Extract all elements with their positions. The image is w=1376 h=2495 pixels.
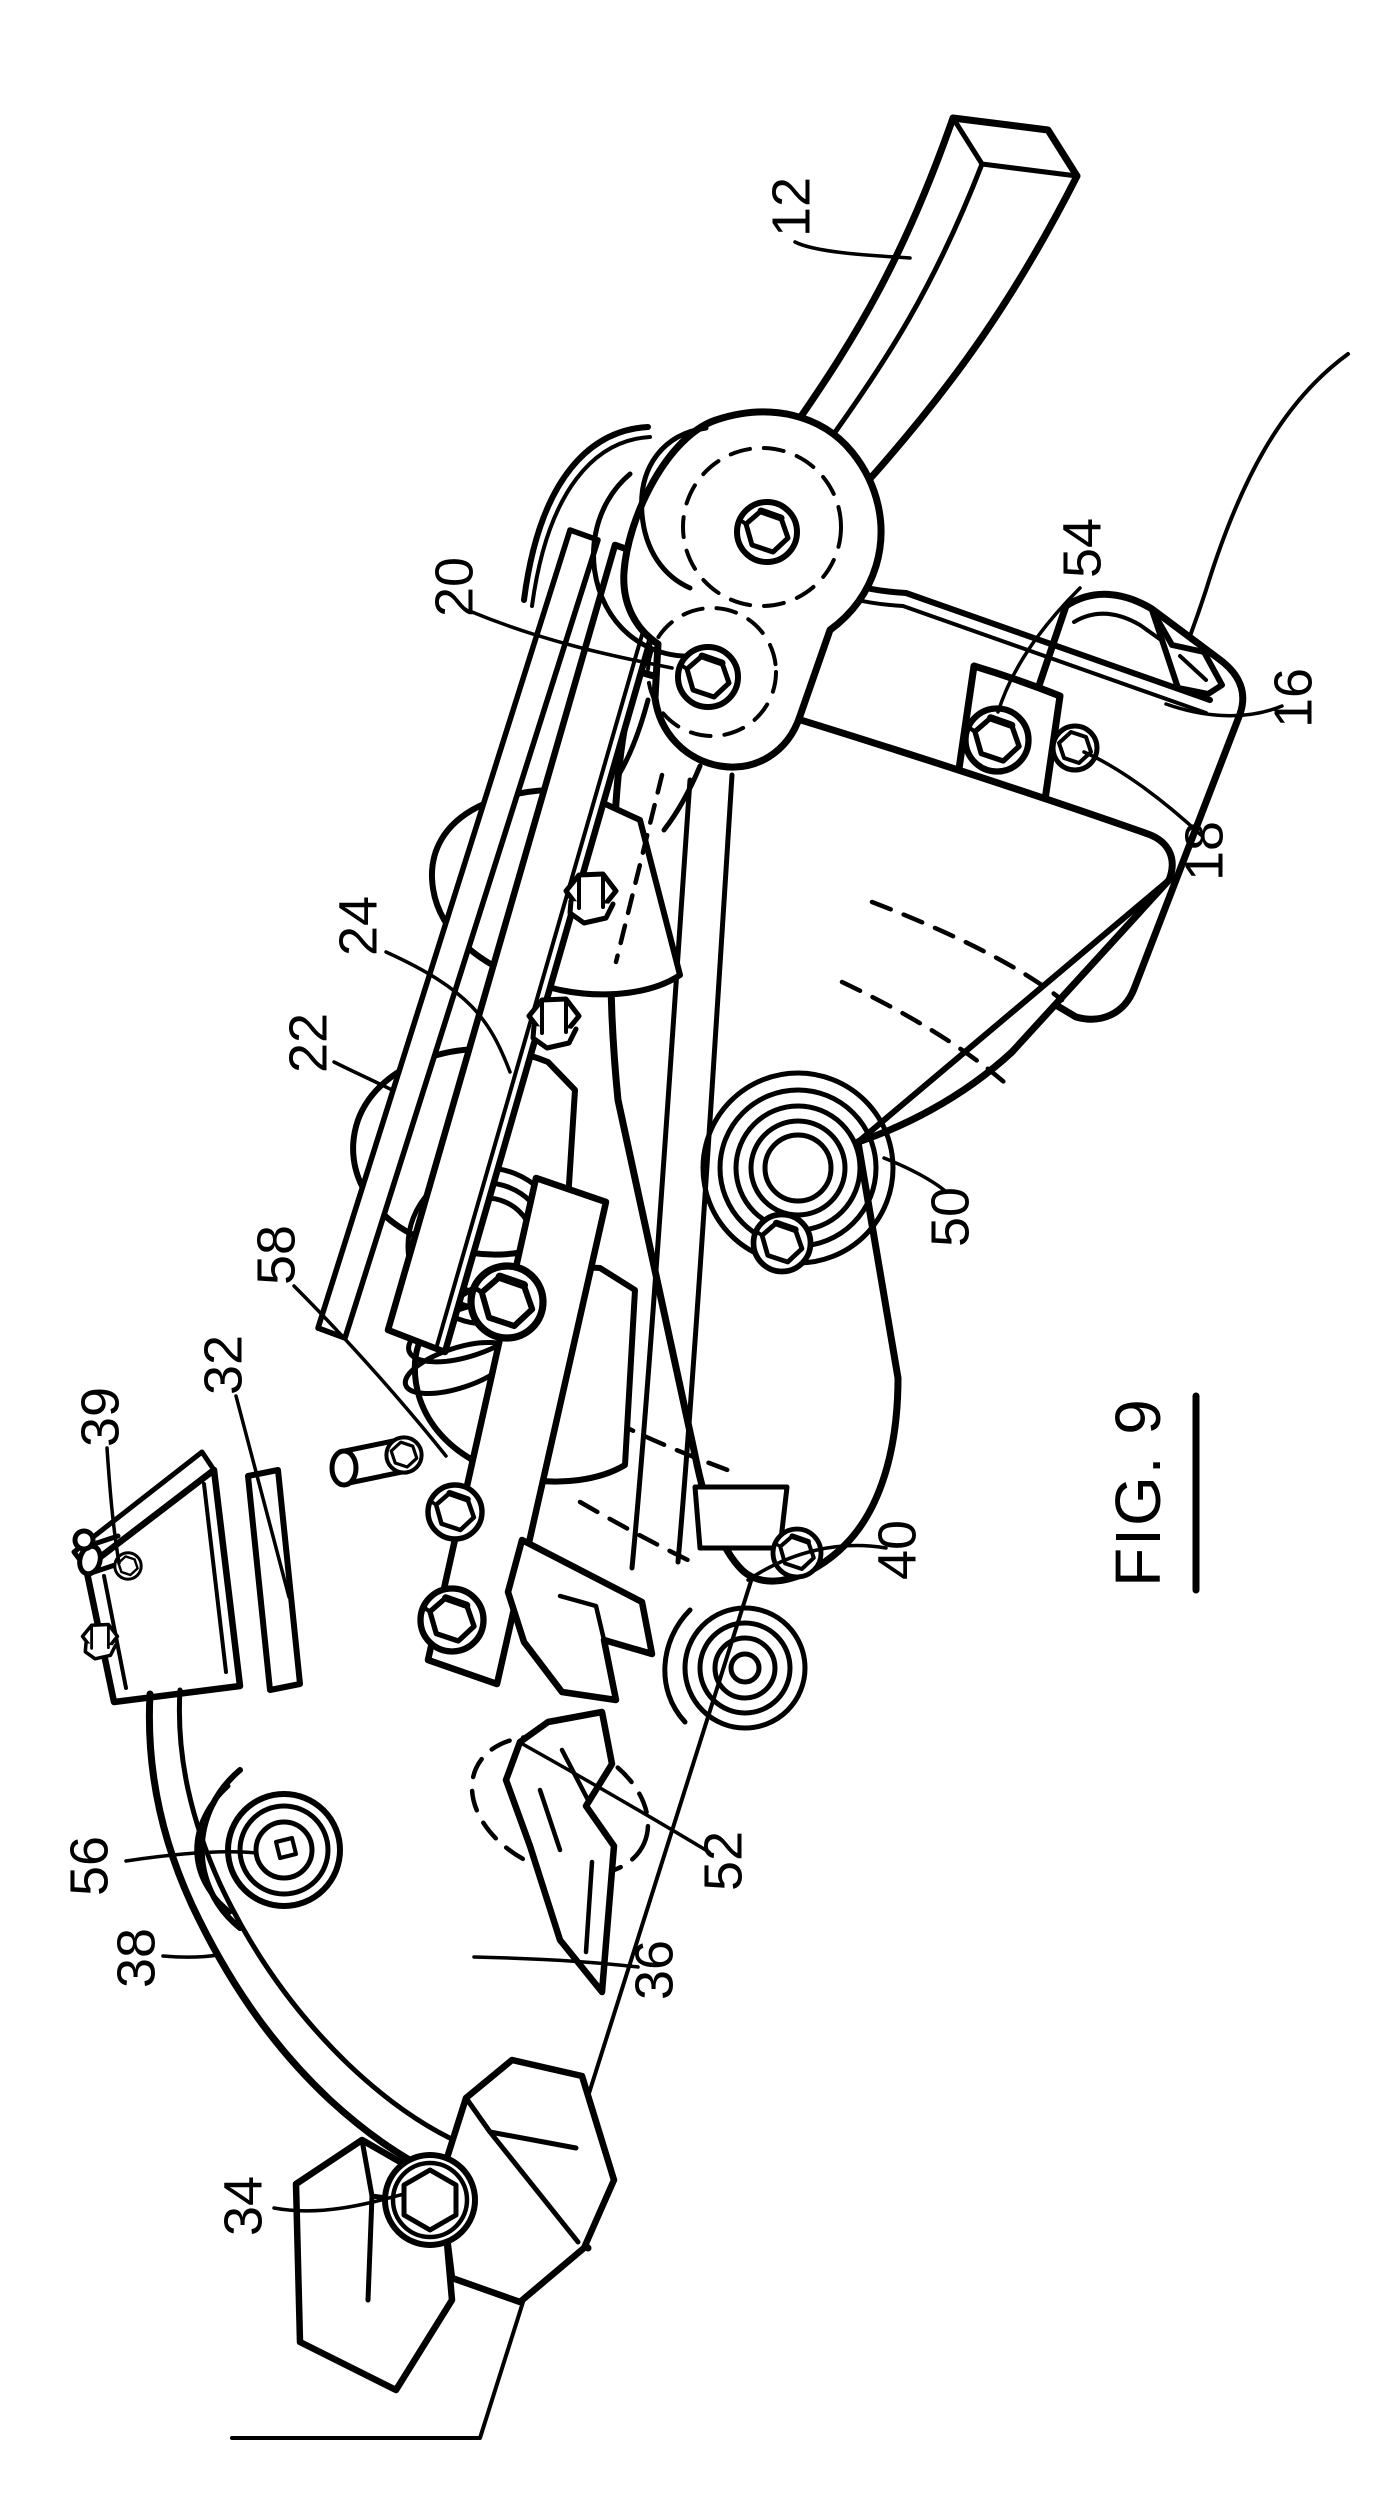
ref-label-12: 12 — [761, 177, 821, 237]
bolt-link-mid — [428, 1485, 482, 1539]
ref-label-22: 22 — [278, 1013, 338, 1073]
leader-34 — [272, 2192, 406, 2213]
bolt-link-lower — [421, 1589, 484, 1652]
leader-40 — [746, 1543, 888, 1582]
bolt-lever-lower — [678, 647, 738, 707]
mount-plate-32 — [71, 1437, 422, 1706]
leader-20 — [470, 610, 674, 670]
ref-label-18: 18 — [1174, 821, 1234, 881]
leader-54 — [996, 586, 1082, 714]
pulley-56 — [194, 1767, 343, 1931]
ref-label-54: 54 — [1052, 518, 1112, 578]
ref-label-36: 36 — [624, 1940, 684, 2000]
leader-18 — [1082, 750, 1204, 838]
pivot-spring-22 — [700, 1070, 896, 1272]
plate-nut — [80, 1622, 120, 1661]
figure-label: FIG. 9 — [1102, 1397, 1174, 1587]
clamp-stud-end — [386, 1437, 421, 1472]
frame-line-lower — [230, 1560, 759, 2440]
rail-nut-lower — [529, 999, 579, 1048]
housing-slot — [629, 777, 693, 1571]
bolt-54 — [966, 709, 1029, 772]
leader-50 — [882, 1156, 946, 1192]
leader-38 — [161, 1953, 220, 1959]
ref-label-32: 32 — [193, 1335, 253, 1395]
ref-label-50: 50 — [920, 1187, 980, 1247]
bolt-lever-upper — [737, 502, 797, 562]
ref-label-24: 24 — [328, 896, 388, 956]
leader-58 — [292, 1284, 448, 1458]
rail-nut-upper — [566, 874, 616, 923]
leader-39 — [105, 1446, 121, 1565]
foot-blocks — [292, 2056, 618, 2394]
ref-label-34: 34 — [213, 2176, 273, 2236]
ref-label-56: 56 — [59, 1836, 119, 1896]
leader-lines — [105, 240, 1284, 2213]
rails-24 — [315, 527, 676, 1356]
ref-label-38: 38 — [106, 1928, 166, 1988]
hex-bolt-34 — [382, 2152, 478, 2248]
bolt-pivot — [754, 1215, 811, 1272]
ref-label-20: 20 — [424, 557, 484, 617]
bolt-link-upper — [471, 1266, 543, 1338]
ref-label-16: 16 — [1263, 668, 1323, 728]
leader-24 — [384, 950, 512, 1074]
roller-40 — [662, 1605, 808, 1731]
bolt-housing-tip — [773, 1529, 821, 1577]
housing-50 — [577, 668, 1176, 1585]
leader-22 — [332, 1060, 394, 1092]
leader-36 — [472, 1955, 640, 1969]
ref-label-52: 52 — [693, 1831, 753, 1891]
leader-52 — [517, 1740, 711, 1854]
link-36 — [502, 1708, 618, 1996]
ref-label-58: 58 — [246, 1225, 306, 1285]
ref-label-40: 40 — [867, 1520, 927, 1580]
leader-12 — [793, 240, 912, 260]
link-arm — [421, 1174, 610, 1688]
ref-label-39: 39 — [70, 1387, 130, 1447]
leader-16 — [1164, 702, 1284, 718]
leader-32 — [234, 1394, 291, 1599]
leader-56 — [124, 1850, 258, 1863]
lever-plate-20 — [521, 408, 885, 833]
bolt-18 — [1053, 726, 1097, 770]
